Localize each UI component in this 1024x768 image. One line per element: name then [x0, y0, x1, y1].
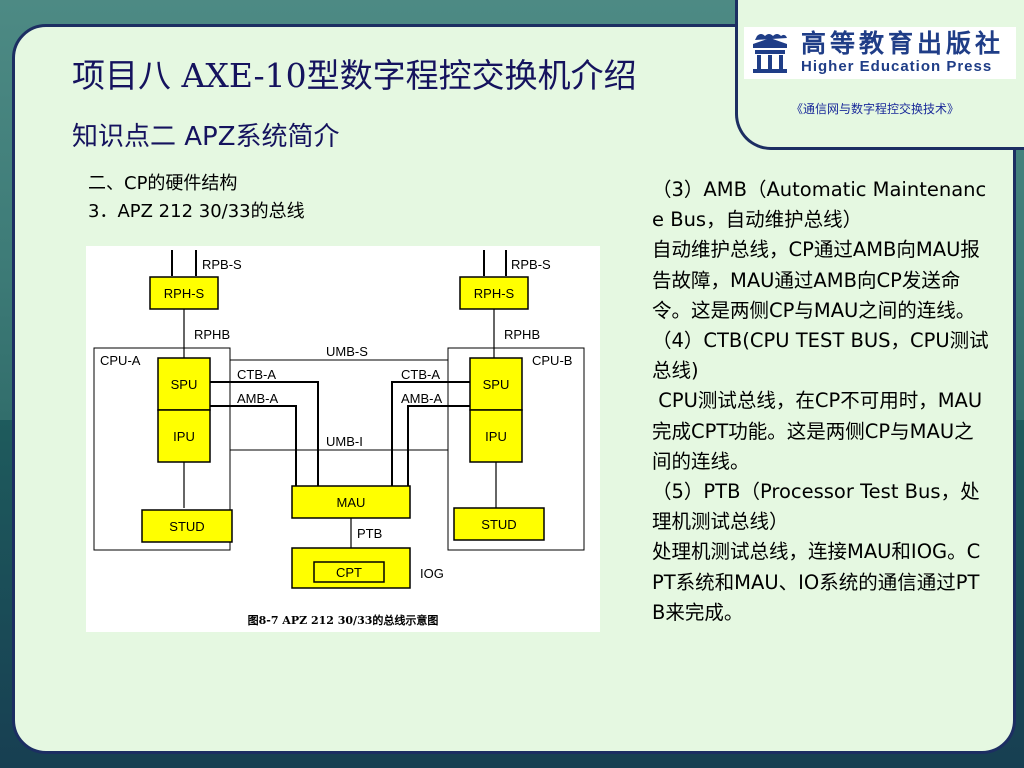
rphs-left-box [149, 276, 219, 310]
stud-right-label: STUD [481, 517, 516, 532]
ctba-right-label: CTB-A [401, 367, 440, 382]
stud-left-box [141, 509, 233, 543]
spu-left-label: SPU [171, 377, 198, 392]
ipu-right-label: IPU [485, 429, 507, 444]
rphs-left-label: RPH-S [164, 286, 205, 301]
mau-label: MAU [337, 495, 366, 510]
publisher-logo: 高等教育出版社 Higher Education Press [744, 27, 1016, 79]
amba-left-line [210, 405, 297, 486]
ptb-label: PTB [357, 526, 382, 541]
book-name: 《通信网与数字程控交换技术》 [790, 102, 959, 116]
amba-left-label: AMB-A [237, 391, 279, 406]
paragraph-amb-heading: （3）AMB（Automatic Maintenance Bus，自动维护总线） [652, 178, 987, 232]
publisher-name-en: Higher Education Press [801, 58, 993, 75]
ipu-right-box [469, 409, 523, 463]
stud-left-label: STUD [169, 519, 204, 534]
slide-subtitle: 知识点二 APZ系统简介 [72, 122, 340, 152]
section-line-1: 二、CP的硬件结构 [88, 173, 238, 194]
paragraph-ptb-body: 处理机测试总线，连接MAU和IOG。CPT系统和MAU、IO系统的通信通过PTB… [652, 540, 981, 624]
cpt-box [313, 561, 385, 583]
ctba-right-line [391, 381, 470, 486]
rphb-left-label: RPHB [194, 327, 230, 342]
paragraph-ptb-heading: （5）PTB（Processor Test Bus，处理机测试总线） [652, 480, 980, 534]
paragraph-amb-body: 自动维护总线，CP通过AMB向MAU报告故障，MAU通过AMB向CP发送命令。这… [652, 238, 980, 322]
umbs-label: UMB-S [326, 344, 368, 359]
stud-right-box [453, 507, 545, 541]
rphs-right-label: RPH-S [474, 286, 515, 301]
iog-label: IOG [420, 566, 444, 581]
cpua-label: CPU-A [100, 353, 141, 368]
amba-right-label: AMB-A [401, 391, 443, 406]
cpub-label: CPU-B [532, 353, 572, 368]
mau-box [291, 485, 411, 519]
paragraph-ctb-body: CPU测试总线，在CP不可用时，MAU完成CPT功能。这是两侧CP与MAU之间的… [652, 389, 983, 473]
ctba-left-label: CTB-A [237, 367, 276, 382]
rphb-right-label: RPHB [504, 327, 540, 342]
diagram-caption: 图8-7 APZ 212 30/33的总线示意图 [248, 613, 439, 627]
paragraph-ctb-heading: （4）CTB(CPU TEST BUS，CPU测试总线) [652, 329, 989, 383]
rpbs-left-label: RPB-S [202, 257, 242, 272]
ipu-left-label: IPU [173, 429, 195, 444]
publisher-emblem-icon [753, 34, 787, 73]
ctba-left-line [210, 381, 319, 486]
section-line-2: 3．APZ 212 30/33的总线 [88, 201, 305, 222]
section-heading: 二、CP的硬件结构 3．APZ 212 30/33的总线 [88, 170, 305, 226]
umbi-label: UMB-I [326, 434, 363, 449]
amba-right-line [407, 405, 470, 486]
cpua-frame [93, 347, 231, 551]
rphs-right-box [459, 276, 529, 310]
bus-diagram-figure: RPB-S RPB-S RPH-S RPH-S RPHB RPHB CPU-A … [86, 246, 600, 632]
rpbs-right-label: RPB-S [511, 257, 551, 272]
bus-diagram: RPB-S RPB-S RPH-S RPH-S RPHB RPHB CPU-A … [93, 250, 585, 627]
cpt-label: CPT [336, 565, 362, 580]
cpub-frame [447, 347, 585, 551]
spu-right-label: SPU [483, 377, 510, 392]
slide-title: 项目八 AXE-10型数字程控交换机介绍 [72, 56, 637, 95]
explanation-text: （3）AMB（Automatic Maintenance Bus，自动维护总线）… [652, 175, 990, 628]
publisher-name-cn: 高等教育出版社 [801, 29, 1005, 58]
